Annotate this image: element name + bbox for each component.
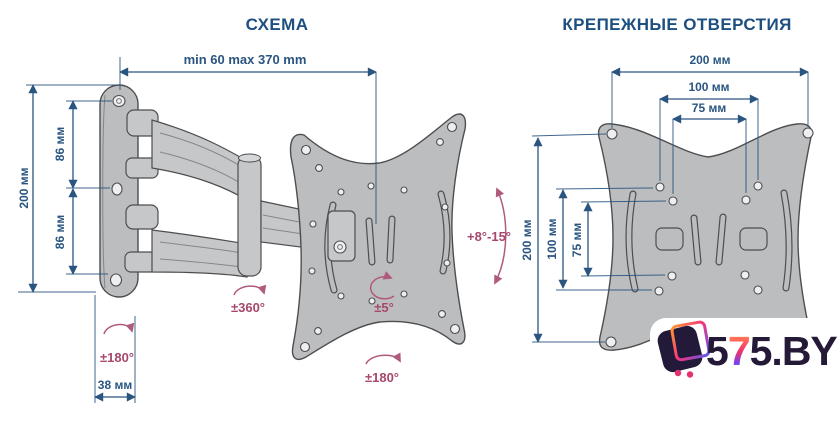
logo-digit-1: 5	[706, 328, 728, 374]
wall-bracket	[99, 84, 159, 298]
logo-digit-2: 7	[728, 328, 750, 374]
dim-depth: 38 мм	[98, 378, 133, 392]
left-dimension-lines	[18, 57, 377, 403]
dim-vesa-width-100: 100 мм	[688, 80, 729, 94]
rot-arm-swivel: ±360°	[231, 300, 265, 315]
shop-logo: 575.BY	[657, 320, 838, 378]
dim-vesa-width-75: 75 мм	[692, 101, 727, 115]
dim-vesa-width-200: 200 мм	[689, 53, 730, 67]
rot-wall-swivel: ±180°	[100, 350, 134, 365]
shopping-cart-icon	[657, 320, 711, 378]
dim-bracket-height: 200 мм	[17, 167, 31, 208]
rot-tilt-range: +8°-15°	[467, 229, 511, 244]
dim-hole-spacing-bottom: 86 мм	[53, 215, 67, 250]
rotation-arrows	[103, 187, 507, 365]
logo-rest: 5.BY	[750, 328, 838, 374]
right-dimension-lines	[531, 67, 809, 343]
dim-arm-extension: min 60 max 370 mm	[184, 52, 307, 67]
dim-vesa-height-100: 100 мм	[545, 218, 559, 259]
left-diagram-title: СХЕМА	[245, 15, 309, 34]
mounting-holes-diagram: 200 мм 100 мм 75 мм 200 мм 100 мм 75 мм	[520, 53, 814, 352]
vesa-plate-front	[597, 123, 814, 352]
vesa-plate-perspective	[289, 113, 467, 361]
dim-vesa-height-200: 200 мм	[520, 219, 534, 260]
shop-logo-text: 575.BY	[706, 328, 837, 374]
rot-plate-rotation: ±5°	[374, 300, 394, 315]
watermark-card: 575.BY	[650, 318, 840, 380]
scheme-diagram: min 60 max 370 mm 200 мм 86 мм 86 мм 38 …	[17, 52, 511, 403]
right-diagram-title: КРЕПЕЖНЫЕ ОТВЕРСТИЯ	[562, 15, 792, 34]
rot-plate-swivel: ±180°	[365, 370, 399, 385]
dim-vesa-height-75: 75 мм	[570, 223, 584, 258]
dim-hole-spacing-top: 86 мм	[53, 127, 67, 162]
